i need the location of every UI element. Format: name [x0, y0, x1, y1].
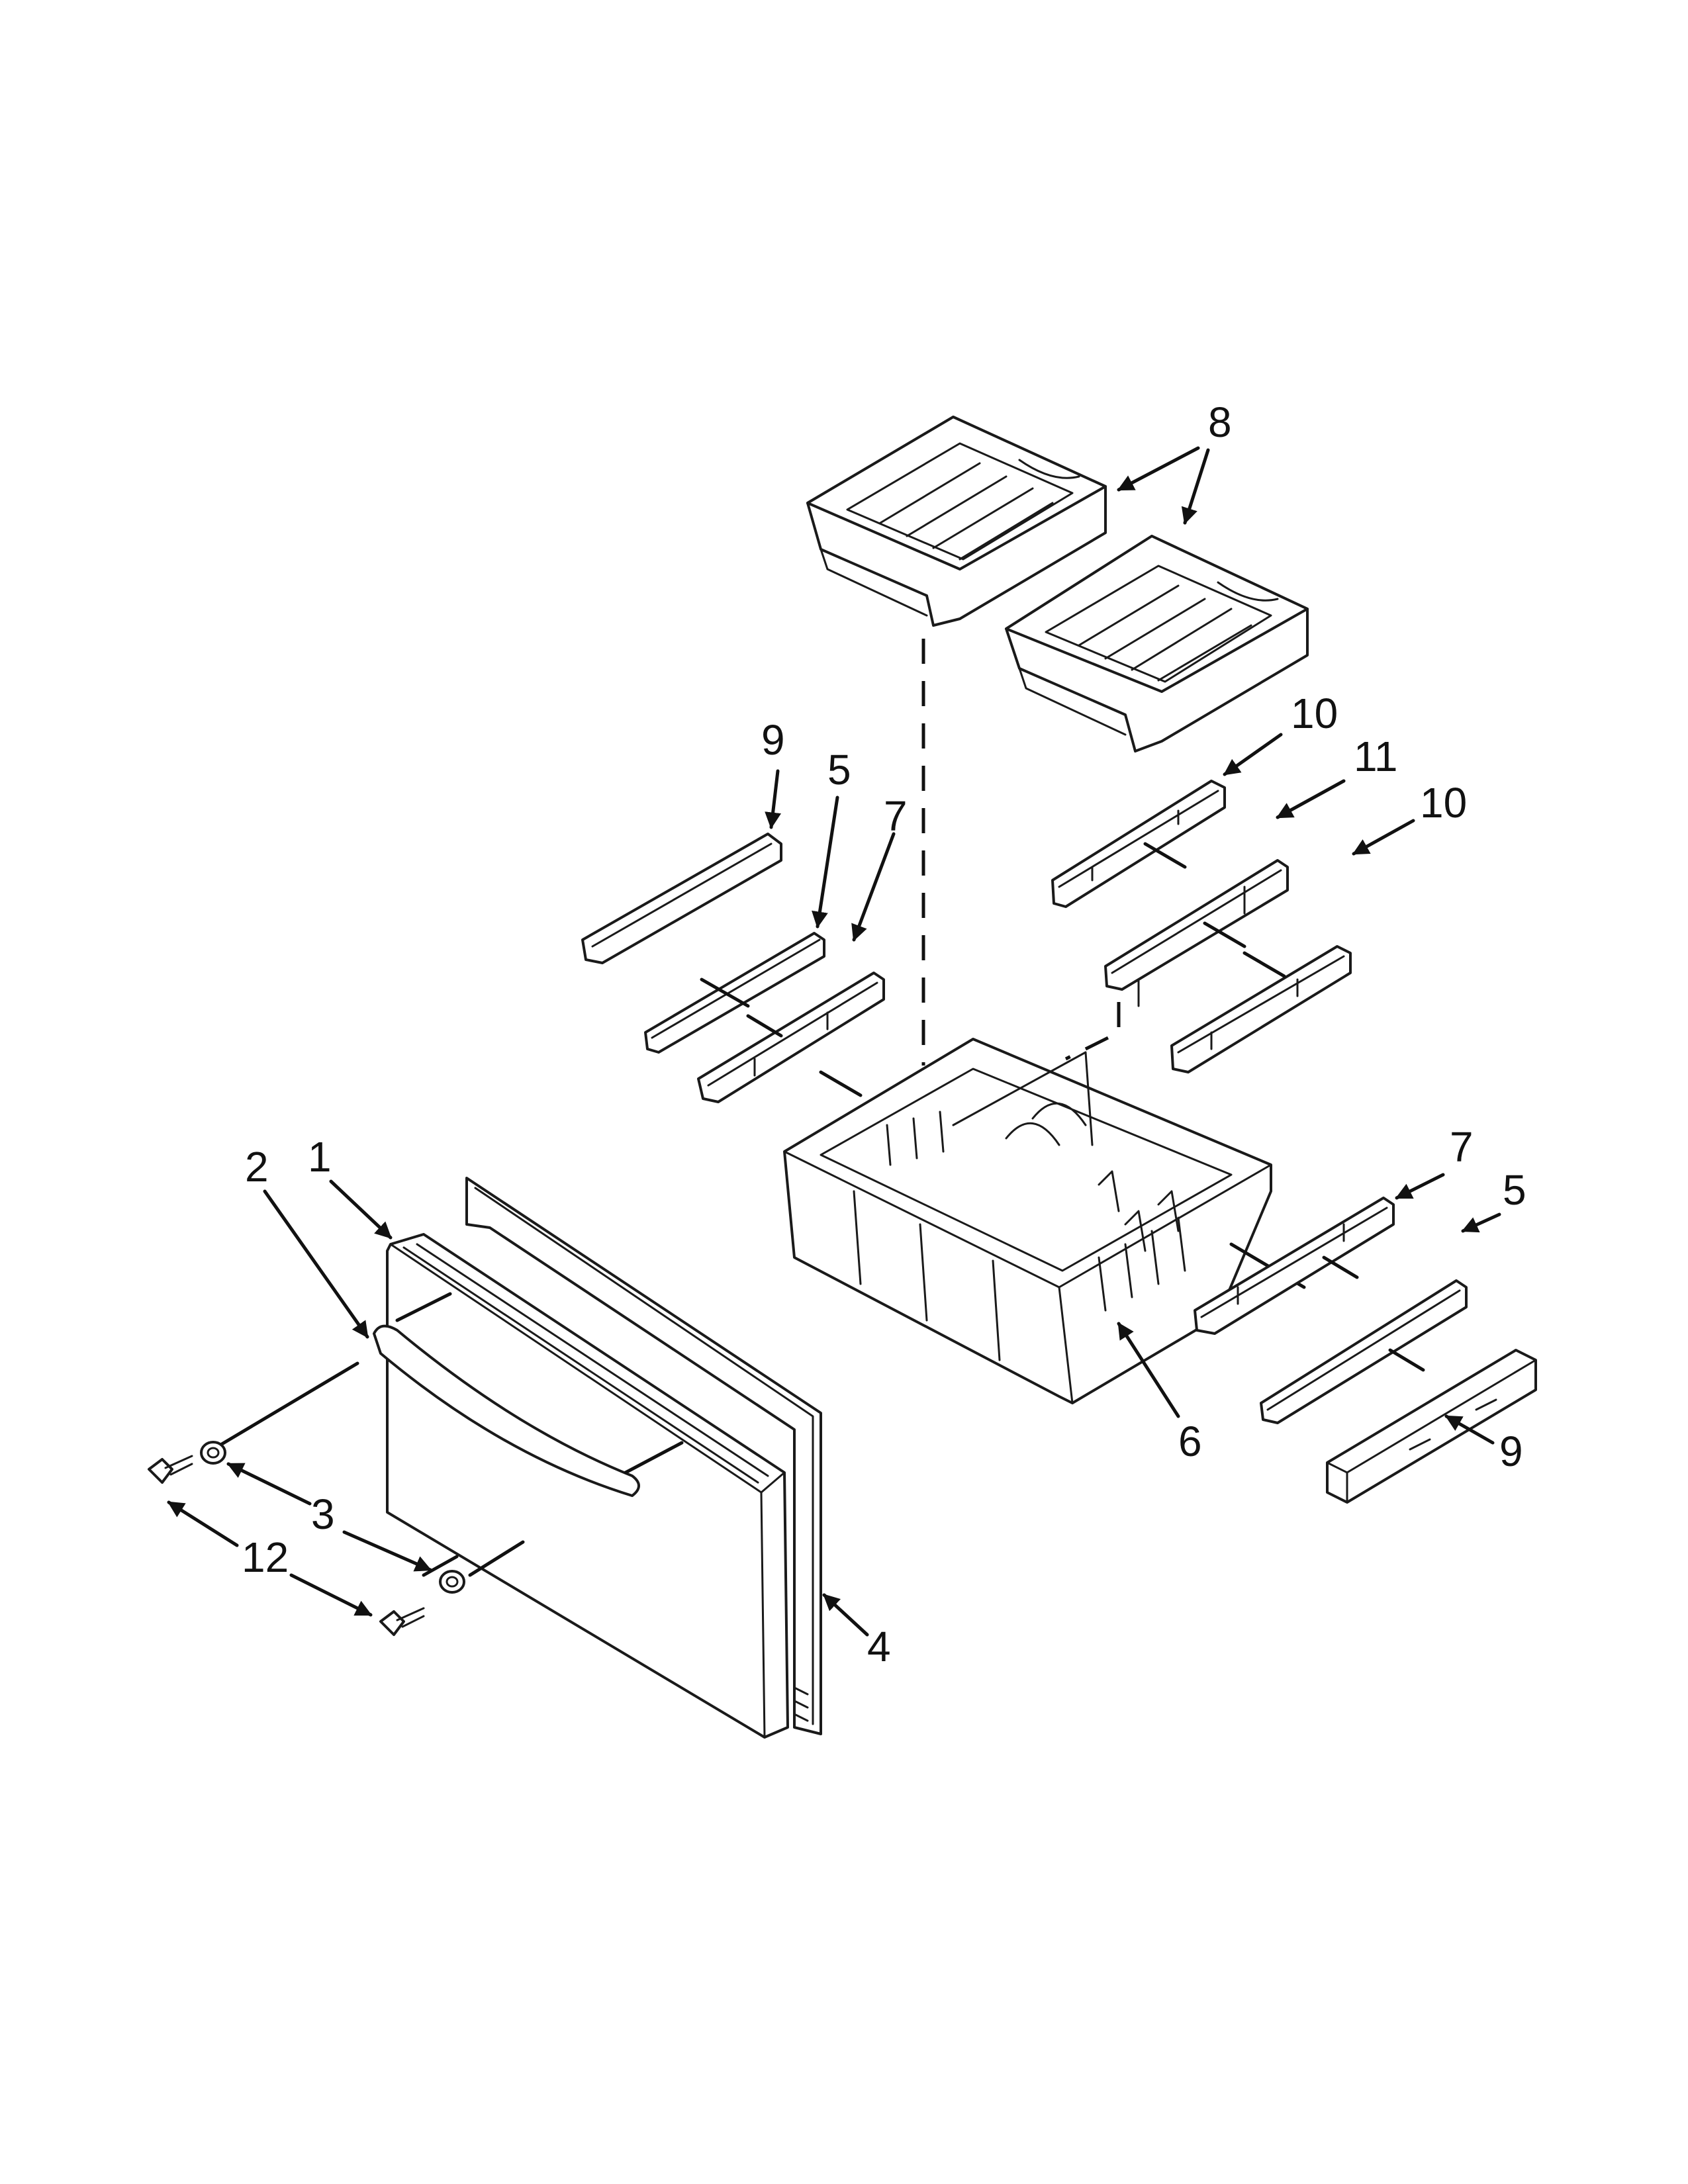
spacer-connector — [422, 1555, 459, 1577]
leader-3-lower — [342, 1530, 432, 1572]
callout-12: 12 — [242, 1533, 289, 1581]
rail-connector-right-2 — [1388, 1348, 1425, 1372]
rail-cover-right — [1326, 1349, 1537, 1504]
leader-6 — [1117, 1322, 1180, 1418]
callout-7-right: 7 — [1450, 1123, 1474, 1171]
rail-connector-left-2 — [746, 1014, 783, 1038]
callout-8: 8 — [1208, 398, 1232, 446]
rail-center-right — [1104, 859, 1289, 1007]
leader-10-lower — [1352, 819, 1415, 856]
rail-connector-upper-right-1 — [1143, 842, 1187, 869]
leader-9-right — [1444, 1414, 1495, 1445]
leader-2 — [263, 1189, 369, 1339]
leader-12-lower — [289, 1573, 373, 1617]
leader-8-left — [1117, 446, 1200, 492]
leader-7-left — [851, 832, 896, 942]
callout-3: 3 — [311, 1490, 335, 1538]
rail-connector-left-1 — [700, 978, 750, 1008]
leader-7-right — [1395, 1173, 1445, 1200]
callout-6: 6 — [1178, 1418, 1202, 1465]
leader-1 — [329, 1179, 393, 1240]
rail-connector-right-1 — [1322, 1255, 1359, 1279]
basket-upper-right — [1005, 535, 1309, 752]
rail-bracket-left — [697, 972, 885, 1103]
rail-bracket-lower-right — [1170, 945, 1352, 1073]
leader-3-upper — [226, 1462, 312, 1506]
callout-labels: 8 9 5 7 10 11 10 7 5 9 6 1 2 3 12 4 — [242, 398, 1526, 1670]
leader-5-left — [812, 796, 839, 929]
freezer-door — [386, 1233, 789, 1739]
rail-bracket-upper-right — [1051, 780, 1226, 908]
callout-11: 11 — [1354, 733, 1397, 780]
door-handle — [373, 1324, 640, 1497]
callout-10-lower: 10 — [1420, 779, 1467, 827]
leader-8-right — [1181, 448, 1210, 525]
handle-connector-left — [216, 1361, 359, 1448]
rail-connector-upper-right-3 — [1243, 951, 1286, 978]
callout-5-left: 5 — [827, 746, 851, 794]
screw-lower — [379, 1607, 425, 1636]
door-gasket — [465, 1177, 822, 1735]
callout-4: 4 — [867, 1623, 891, 1670]
callout-7-left: 7 — [884, 792, 908, 840]
rail-connector-left-3 — [819, 1070, 863, 1097]
rail-connector-upper-right-2 — [1203, 921, 1246, 948]
leader-5-right — [1461, 1212, 1501, 1233]
callout-9-left: 9 — [761, 716, 785, 764]
callout-1: 1 — [308, 1133, 332, 1181]
leader-11 — [1276, 779, 1346, 819]
slide-rail-right — [1260, 1279, 1468, 1424]
leader-arrows — [167, 446, 1501, 1637]
callout-9-right: 9 — [1499, 1428, 1523, 1475]
screw-upper — [148, 1455, 193, 1484]
leader-12-upper — [167, 1500, 239, 1547]
rail-cover-left — [581, 833, 782, 964]
spacer-upper — [200, 1441, 226, 1465]
leader-4 — [822, 1593, 869, 1637]
callout-5-right: 5 — [1503, 1166, 1526, 1214]
door-connector-lower — [468, 1540, 525, 1577]
spacer-lower — [439, 1570, 465, 1594]
leader-9-left — [765, 769, 782, 829]
handle-connector-right — [624, 1441, 684, 1475]
slide-rail-left — [644, 932, 825, 1054]
rail-bracket-right-lower — [1194, 1197, 1395, 1335]
handle-connector-top — [395, 1292, 452, 1322]
callout-10-upper: 10 — [1291, 690, 1338, 737]
leader-10-upper — [1223, 733, 1283, 776]
basket-upper-left — [806, 416, 1107, 627]
callout-2: 2 — [245, 1143, 269, 1191]
